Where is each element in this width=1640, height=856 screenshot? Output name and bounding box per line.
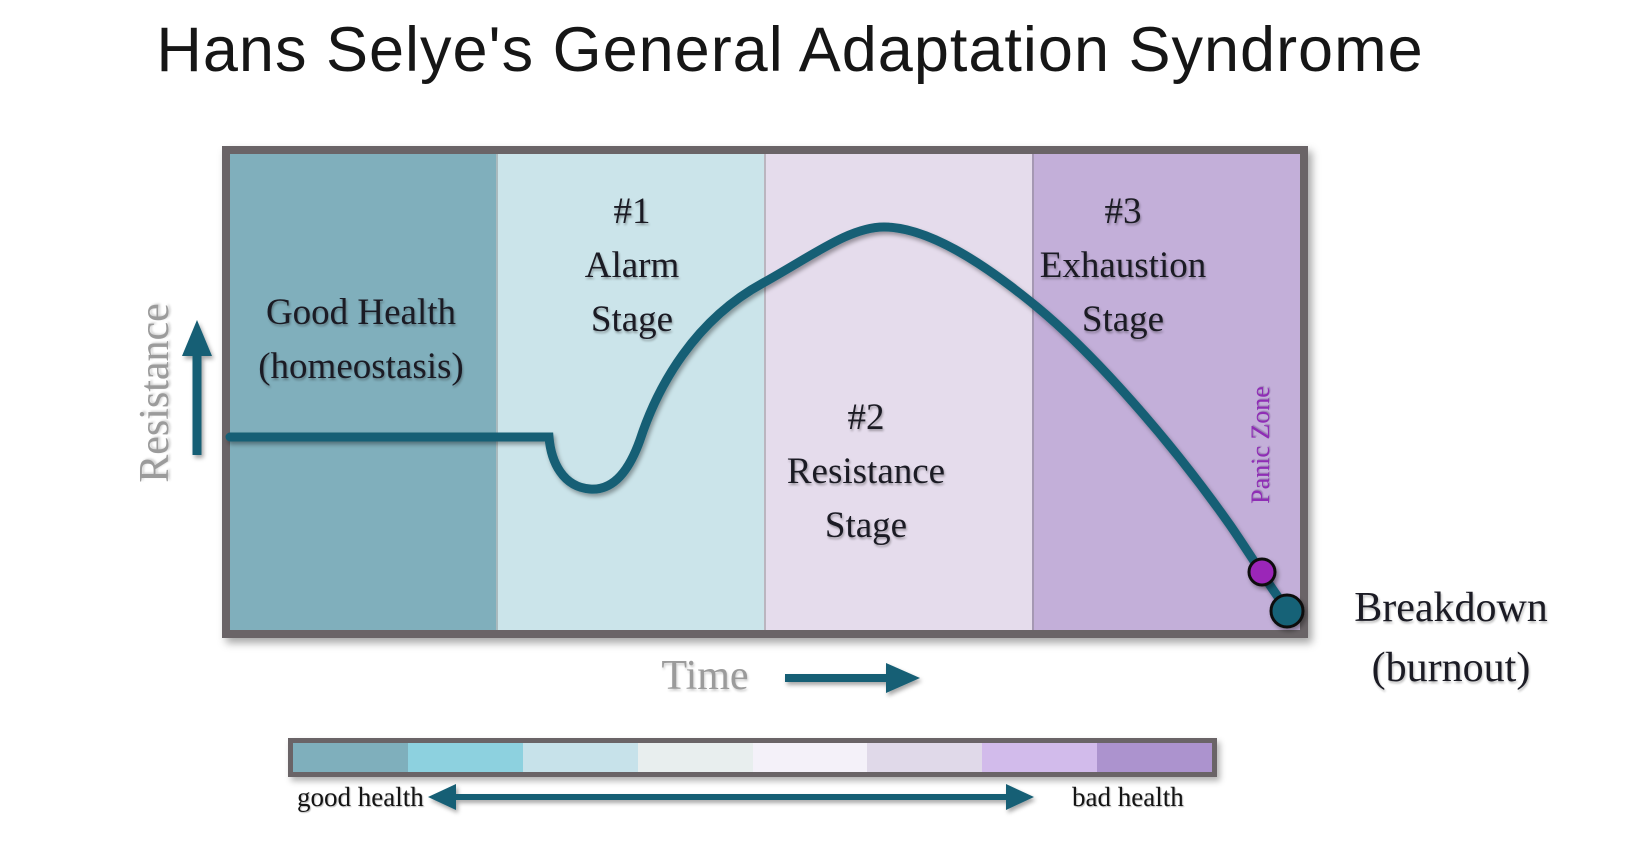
panic-zone-label: Panic Zone [1246, 386, 1275, 504]
health-scale-segment [867, 743, 983, 772]
zone-label-line: Exhaustion [1039, 245, 1207, 286]
health-scale-segment [407, 743, 523, 772]
chart-area: Good Health (homeostasis) #1 Alarm Stage… [222, 146, 1308, 638]
breakdown-label-line: Breakdown [1354, 585, 1548, 631]
health-scale-segment [752, 743, 868, 772]
zone-label-line: Alarm [584, 245, 680, 286]
zone-label-line: Resistance [786, 451, 946, 492]
y-axis-label: Resistance [132, 303, 178, 483]
health-scale-segment [982, 743, 1098, 772]
bad-health-label: bad health [1072, 782, 1184, 812]
health-scale-segment [637, 743, 753, 772]
health-scale-segment [522, 743, 638, 772]
zone-label-line: #1 [613, 191, 651, 232]
zone-alarm-stage-label: #1 Alarm Stage [496, 185, 768, 347]
resistance-up-arrow-icon [182, 320, 212, 455]
breakdown-label: Breakdown (burnout) [1311, 578, 1591, 698]
zone-resistance-stage-label: #2 Resistance Stage [728, 391, 1004, 553]
x-axis-label: Time [661, 653, 749, 699]
breakdown-label-line: (burnout) [1371, 645, 1531, 691]
health-scale-double-arrow-icon [428, 784, 1034, 810]
zone-label-line: #2 [847, 397, 885, 438]
zone-label-line: Stage [1081, 299, 1165, 340]
health-scale-segment [293, 743, 408, 772]
health-scale-bar [288, 738, 1217, 777]
zone-label-line: Stage [590, 299, 674, 340]
zone-label-line: #3 [1104, 191, 1142, 232]
zone-label-line: (homeostasis) [258, 346, 464, 387]
health-scale-segment [1097, 743, 1212, 772]
time-right-arrow-icon [785, 663, 920, 693]
page-title: Hans Selye's General Adaptation Syndrome [156, 15, 1424, 85]
zone-good-health-label: Good Health (homeostasis) [216, 286, 506, 394]
zone-exhaustion-stage-label: #3 Exhaustion Stage [971, 185, 1275, 347]
zone-label-line: Stage [824, 505, 908, 546]
good-health-label: good health [297, 782, 424, 812]
zone-label-line: Good Health [265, 292, 457, 333]
